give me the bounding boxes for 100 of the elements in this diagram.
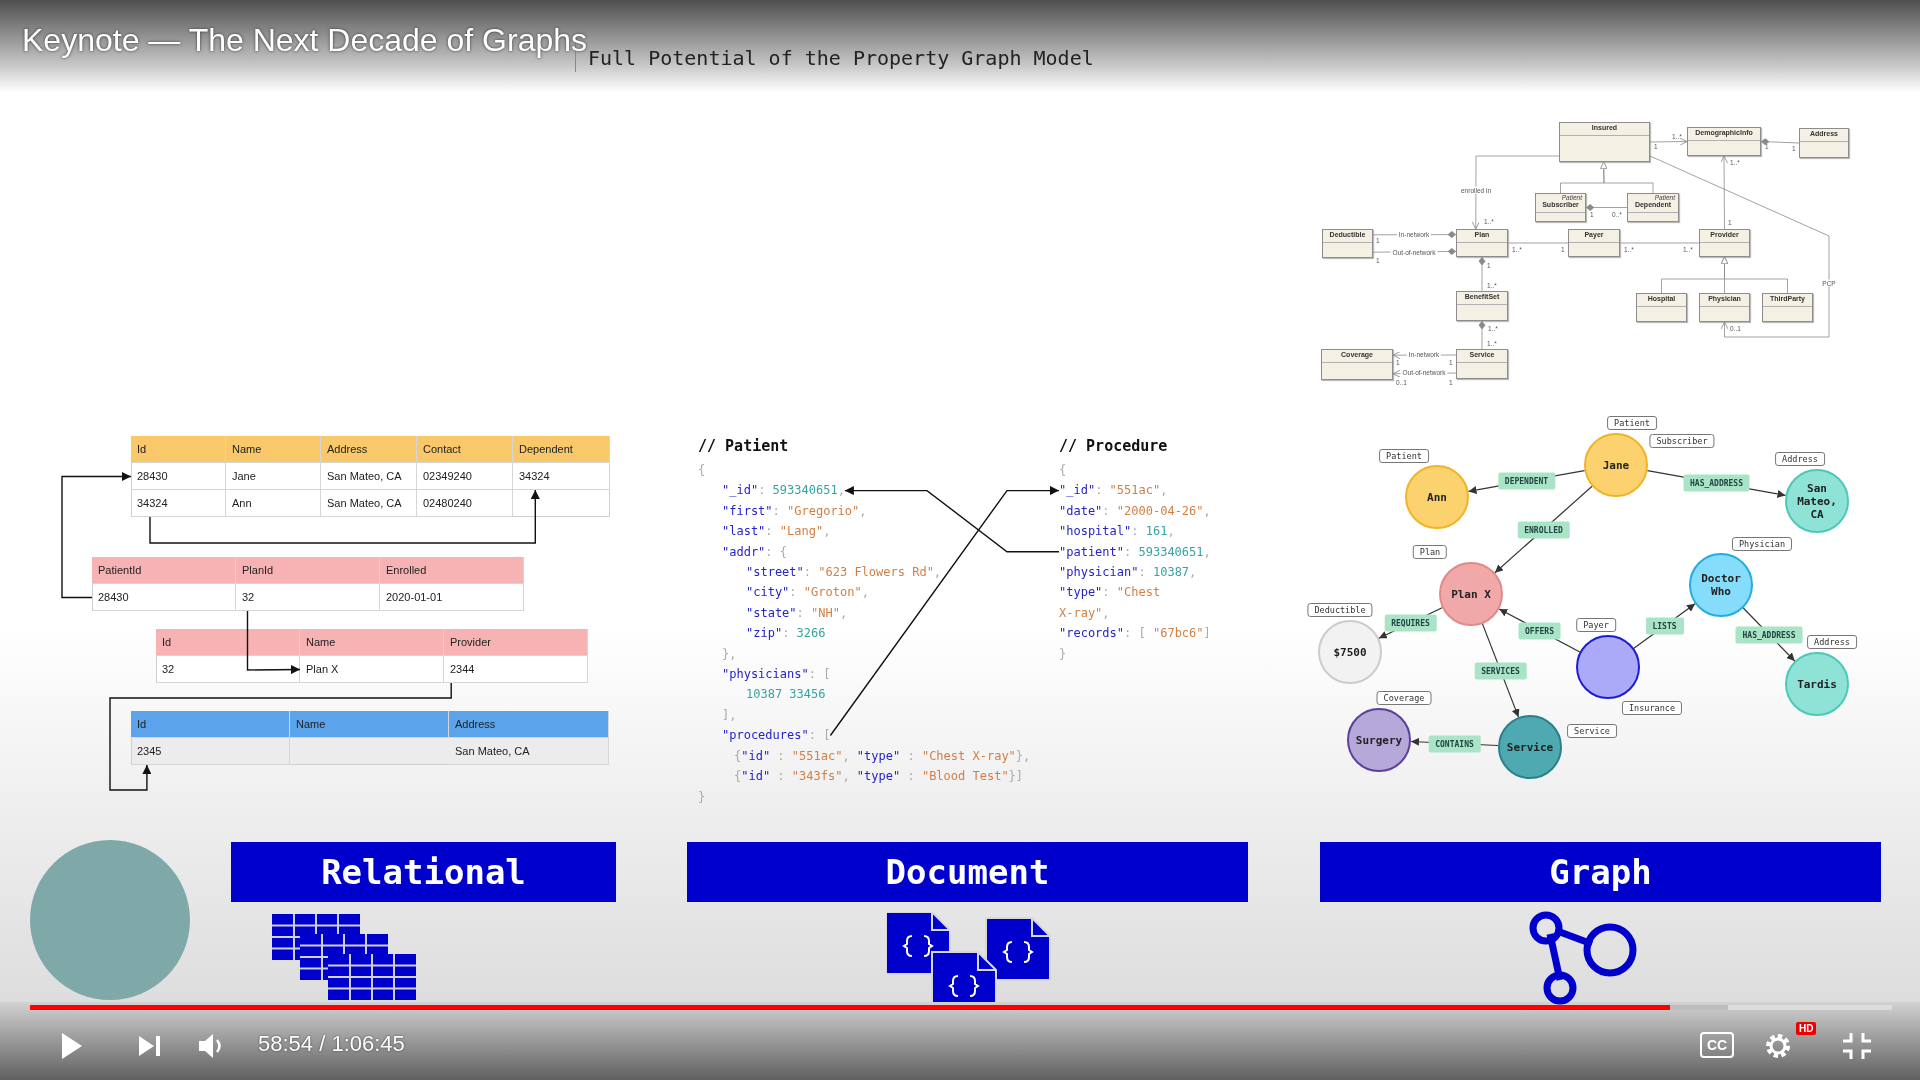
code-line: { [1059, 460, 1067, 481]
graph-node-circle [1584, 433, 1648, 497]
node-name: $7500 [1333, 645, 1367, 659]
section-banner: Document [687, 842, 1248, 902]
code-line: "_id": 593340651, [722, 480, 845, 501]
node-label-tag: Patient [1379, 449, 1429, 463]
node-name: Ann [1427, 490, 1447, 504]
table-cell: San Mateo, CA [321, 463, 417, 490]
table-cell: 02349240 [417, 463, 513, 490]
code-line: "date": "2000-04-26", [1059, 500, 1211, 522]
arrow [844, 486, 1060, 553]
code-line: {"id" : "551ac", "type" : "Chest X-ray"}, [734, 745, 1031, 767]
table-cell: 34324 [513, 463, 610, 490]
node-label-tag: Patient [1607, 416, 1657, 430]
column-header: Address [449, 711, 609, 738]
data-table [92, 557, 524, 611]
code-line: 10387 33456 [746, 684, 826, 705]
connector-line [1619, 242, 1700, 244]
graph-node-circle [1439, 562, 1503, 626]
column-header: Contact [417, 436, 513, 463]
relationship-label: REQUIRES [1384, 614, 1437, 632]
code-line: "physician": 10387, [1059, 562, 1197, 583]
code-line: "city": "Groton", [746, 582, 869, 603]
section-banner: Graph [1320, 842, 1881, 902]
graph-node-circle [1347, 708, 1411, 772]
table-cell: Jane [226, 463, 321, 490]
video-title: Keynote — The Next Decade of Graphs [22, 22, 588, 59]
code-line: } [1059, 643, 1067, 665]
node-name: Surgery [1355, 733, 1403, 747]
node-name: Service [1506, 740, 1554, 754]
column-header: Address [321, 436, 417, 463]
class-box [1535, 193, 1586, 222]
data-table [131, 436, 610, 517]
column-header: Name [300, 629, 444, 656]
relationship-label: LISTS [1645, 617, 1684, 635]
node-name: Doctor Who [1700, 572, 1742, 598]
node-label-tag: Deductible [1307, 603, 1373, 617]
code-line: "records": [ "67bc6"] [1059, 623, 1211, 644]
class-box [1699, 229, 1750, 257]
class-box [1456, 349, 1508, 379]
column-header: Id [131, 711, 290, 738]
arrow [149, 489, 540, 544]
node-label-tag: Plan [1412, 545, 1448, 559]
code-line: "physicians": [ [722, 664, 831, 685]
node-label-tag: Payer [1576, 618, 1616, 632]
graph-node-circle [1405, 465, 1469, 529]
code-line: ], [722, 704, 737, 726]
table-cell: 2020-01-01 [380, 584, 524, 611]
graph-node-circle [1498, 715, 1562, 779]
class-box [1568, 229, 1620, 257]
data-table [156, 629, 588, 683]
node-label-tag: Insurance [1621, 701, 1683, 715]
table-cell: 28430 [131, 463, 226, 490]
column-header: Dependent [513, 436, 610, 463]
class-box [1321, 349, 1393, 380]
node-name: Tardis [1797, 677, 1837, 691]
relationship-label: CONTAINS [1428, 735, 1481, 752]
class-box [1456, 291, 1508, 321]
code-line: "state": "NH", [746, 602, 848, 624]
class-box [1627, 193, 1679, 222]
class-box [1636, 293, 1687, 322]
column-header: Id [156, 629, 300, 656]
code-line: "zip": 3266 [746, 623, 826, 644]
code-line: "last": "Lang", [722, 521, 831, 542]
table-cell: 2345 [131, 738, 290, 765]
node-label-tag: Coverage [1376, 691, 1432, 705]
table-cell: Ann [226, 490, 321, 517]
node-label-tag: Address [1775, 452, 1825, 466]
code-line: "first": "Gregorio", [722, 500, 867, 522]
code-line: "hospital": 161, [1059, 521, 1175, 542]
code-line: "patient": 593340651, [1059, 541, 1211, 563]
captions-button: CC [1700, 1032, 1735, 1058]
node-name: Jane [1602, 458, 1630, 472]
code-line: {"id" : "343fs", "type" : "Blood Test"}] [734, 766, 1024, 787]
table-cell: San Mateo, CA [321, 490, 417, 517]
data-table [131, 711, 609, 765]
table-cell: 34324 [131, 490, 226, 517]
code-line: "procedures": [ [722, 725, 831, 746]
table-cell: 32 [156, 656, 300, 683]
relationship-label: SERVICES [1474, 662, 1527, 679]
column-header: Name [226, 436, 321, 463]
arrow [61, 472, 132, 599]
column-header: Provider [444, 629, 588, 656]
code-line: }, [722, 643, 737, 665]
slide-title: Full Potential of the Property Graph Model [588, 46, 1094, 70]
quality-badge: HD [1796, 1022, 1817, 1035]
relationship-label: ENROLLED [1517, 521, 1570, 538]
class-box [1699, 293, 1750, 322]
node-name: Plan X [1451, 587, 1491, 601]
code-line: "type": "Chest X-ray", [1059, 582, 1177, 624]
class-box [1799, 128, 1849, 158]
table-cell: 02480240 [417, 490, 513, 517]
table-cell: Plan X [300, 656, 444, 683]
node-label-tag: Subscriber [1649, 434, 1715, 448]
graph-node-circle [1785, 469, 1849, 533]
code-line: } [698, 786, 706, 807]
class-box [1762, 293, 1813, 322]
code-line: "_id": "551ac", [1059, 480, 1168, 501]
table-cell: 32 [236, 584, 380, 611]
video-timestamp: 58:54 / 1:06:45 [258, 1031, 405, 1057]
